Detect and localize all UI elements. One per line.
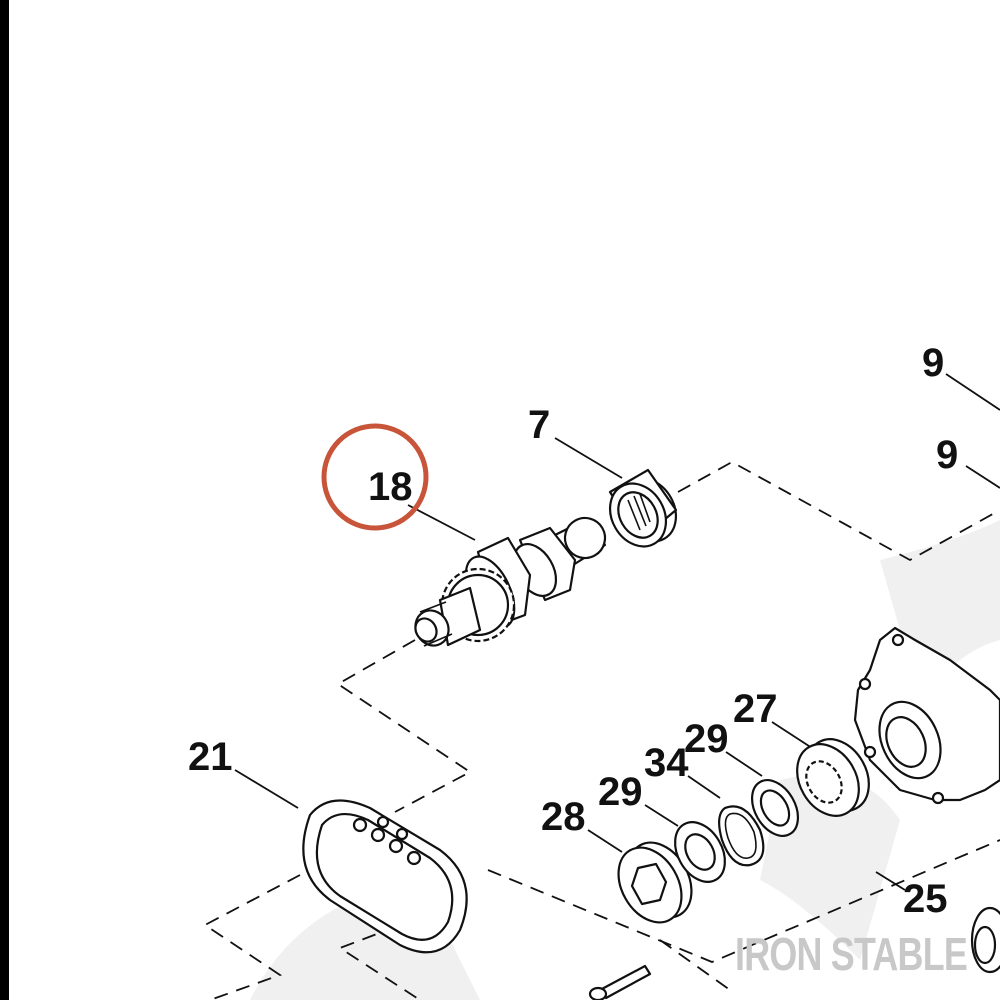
callout-29-upper: 29	[684, 717, 729, 761]
callout-21: 21	[188, 735, 233, 779]
camshaft-part-18	[414, 516, 607, 647]
gear-part-28	[617, 841, 693, 924]
chain-part-21	[302, 799, 468, 954]
callout-9-top: 9	[922, 341, 944, 385]
callout-labels: 18 7 9 9 21 27 29 34 29 28 25	[188, 341, 958, 921]
fitting-part	[970, 906, 1000, 974]
callout-18: 18	[368, 465, 413, 509]
bearing-part-7	[608, 468, 678, 548]
chain-links	[352, 815, 422, 866]
washer-part-29-lower	[674, 821, 726, 883]
leader-lines	[234, 373, 1000, 891]
seal-ring-part-34	[718, 805, 765, 867]
callout-28: 28	[541, 795, 586, 839]
washer-part-29-upper	[750, 779, 800, 837]
pump-housing-part-25	[853, 626, 1000, 805]
callout-7: 7	[528, 403, 550, 447]
callout-27: 27	[733, 687, 778, 731]
highlight-circle	[321, 423, 429, 531]
callout-34: 34	[644, 741, 689, 785]
watermark-text: IRON STABLE	[735, 928, 967, 980]
callout-25: 25	[903, 877, 948, 921]
left-border	[0, 0, 9, 1000]
gear-part-27	[796, 738, 870, 817]
bolt-part	[588, 964, 652, 1000]
callout-9-bottom: 9	[936, 433, 958, 477]
callout-29-lower: 29	[598, 770, 643, 814]
